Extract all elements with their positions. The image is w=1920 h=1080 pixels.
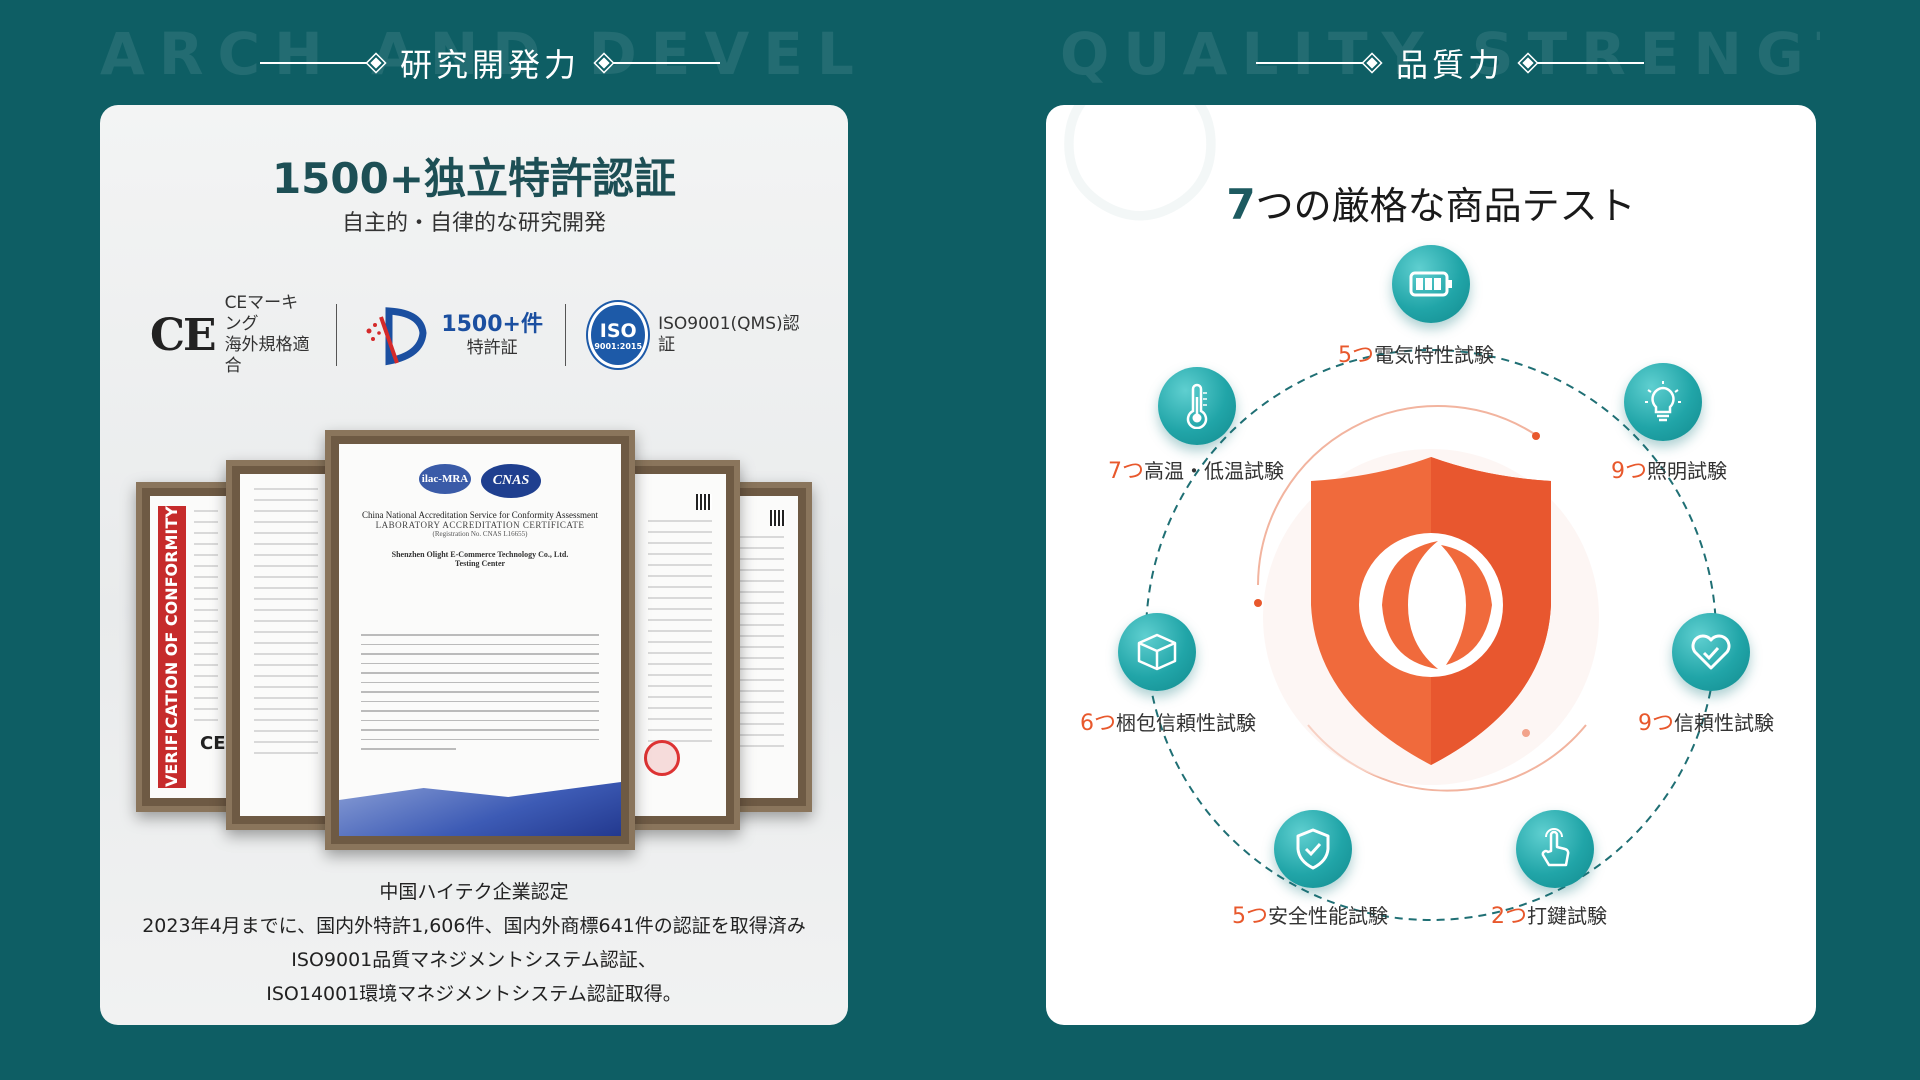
right-deco-line-right	[1519, 54, 1644, 72]
cert-qr-icon	[696, 494, 712, 510]
cert-organization: Shenzhen Olight E-Commerce Technology Co…	[391, 550, 569, 559]
patent-badge-count: 1500+件	[441, 311, 543, 337]
cert-heading-3: (Registration No. CNAS L16655)	[432, 530, 528, 538]
cert-heading-1: China National Accreditation Service for…	[362, 510, 598, 520]
ilac-mra-logo: ilac-MRA	[419, 464, 471, 494]
brand-shield-icon	[1311, 457, 1551, 765]
thermometer-icon	[1158, 367, 1236, 445]
touch-icon	[1516, 810, 1594, 888]
right-section-title-row: 品質力	[1060, 40, 1840, 86]
ce-badge-line1: CEマーキング	[224, 292, 299, 334]
footer-line: 中国ハイテク企業認定	[379, 881, 569, 903]
lightbulb-icon	[1624, 363, 1702, 441]
battery-icon	[1392, 245, 1470, 323]
cert-stamp-icon	[644, 740, 680, 776]
ce-small-mark: CE	[200, 733, 226, 754]
test-label-reliability: 9つ信頼性試験	[1638, 711, 1774, 736]
cert-heading-2: LABORATORY ACCREDITATION CERTIFICATE	[375, 520, 585, 530]
left-deco-line-left	[259, 54, 385, 72]
cnas-certificate: ilac-MRA CNAS China National Accreditati…	[325, 430, 635, 850]
cert-badges-row: CE CEマーキング 海外規格適合 1500+件 特許証 ISO 9001	[150, 293, 800, 378]
footer-line: 2023年4月までに、国内外特許1,606件、国内外商標641件の認証を取得済み	[142, 915, 806, 937]
test-label-keypress: 2つ打鍵試験	[1491, 904, 1607, 929]
rd-card-footer: 中国ハイテク企業認定 2023年4月までに、国内外特許1,606件、国内外商標6…	[100, 875, 848, 1011]
ce-mark-icon: CE	[150, 309, 217, 361]
footer-line: ISO14001環境マネジメントシステム認証取得。	[266, 983, 682, 1005]
right-watermark: QUALITY STRENGTH	[1060, 20, 1820, 88]
cert-wave-decoration	[339, 782, 621, 836]
iso-badge-label: ISO9001(QMS)認証	[658, 313, 800, 355]
cert-qr-icon	[770, 510, 786, 526]
rd-card: 1500+独立特許認証 自主的・自律的な研究開発 CE CEマーキング 海外規格…	[100, 105, 848, 1025]
rd-card-subtitle: 自主的・自律的な研究開発	[341, 211, 606, 236]
left-watermark: ARCH AND DEVELOPM	[100, 20, 860, 88]
left-section-title-row: 研究開発力	[100, 40, 880, 86]
test-label-electric: 5つ電気特性試験	[1338, 343, 1494, 368]
left-deco-line-right	[595, 54, 720, 72]
ce-badge: CE CEマーキング 海外規格適合	[150, 293, 314, 378]
verification-of-conformity-label: VERIFICATION OF CONFORMITY	[158, 506, 186, 788]
certificates-collage: VERIFICATION OF CONFORMITY CE ilac-MRA C…	[130, 430, 820, 850]
test-label-lighting: 9つ照明試験	[1611, 459, 1727, 484]
footer-line: ISO9001品質マネジメントシステム認証、	[291, 949, 657, 971]
inner-arc-top	[1257, 405, 1537, 586]
test-label-packaging: 6つ梱包信頼性試験	[1080, 711, 1256, 736]
quality-card-title: 7つの厳格な商品テスト	[1226, 180, 1636, 229]
certificate-frame	[620, 460, 740, 830]
right-section-title: 品質力	[1395, 46, 1504, 84]
badge-divider	[335, 304, 338, 366]
patent-badge-label: 特許証	[466, 338, 518, 359]
test-label-safety: 5つ安全性能試験	[1232, 904, 1388, 929]
patent-badge: 1500+件 特許証	[359, 303, 543, 367]
iso-badge: ISO 9001:2015 ISO9001(QMS)認証	[588, 302, 800, 368]
cert-organization-2: Testing Center	[454, 559, 506, 568]
quality-card: ◯ 7つの厳格な商品テスト 5つ電気特性試験 9つ照明試験 9つ信頼性試験 2つ…	[1046, 105, 1816, 1025]
ce-badge-line2: 海外規格適合	[224, 335, 310, 377]
badge-divider	[564, 304, 567, 366]
left-section-title: 研究開発力	[399, 46, 580, 84]
cnas-logo: CNAS	[481, 464, 541, 498]
left-section-header: ARCH AND DEVELOPM 研究開発力	[100, 0, 880, 104]
brand-watermark: ◯	[1056, 105, 1242, 219]
tests-diagram	[1145, 349, 1717, 921]
patent-logo-icon	[366, 307, 427, 366]
rd-card-title: 1500+独立特許認証	[271, 154, 677, 203]
iso-logo-icon: ISO 9001:2015	[588, 302, 649, 368]
shield-check-icon	[1274, 810, 1352, 888]
box-icon	[1118, 613, 1196, 691]
right-section-header: QUALITY STRENGTH 品質力	[1060, 0, 1840, 104]
right-deco-line-left	[1255, 54, 1381, 72]
test-label-temperature: 7つ高温・低温試験	[1108, 459, 1284, 484]
heart-check-icon	[1672, 613, 1750, 691]
